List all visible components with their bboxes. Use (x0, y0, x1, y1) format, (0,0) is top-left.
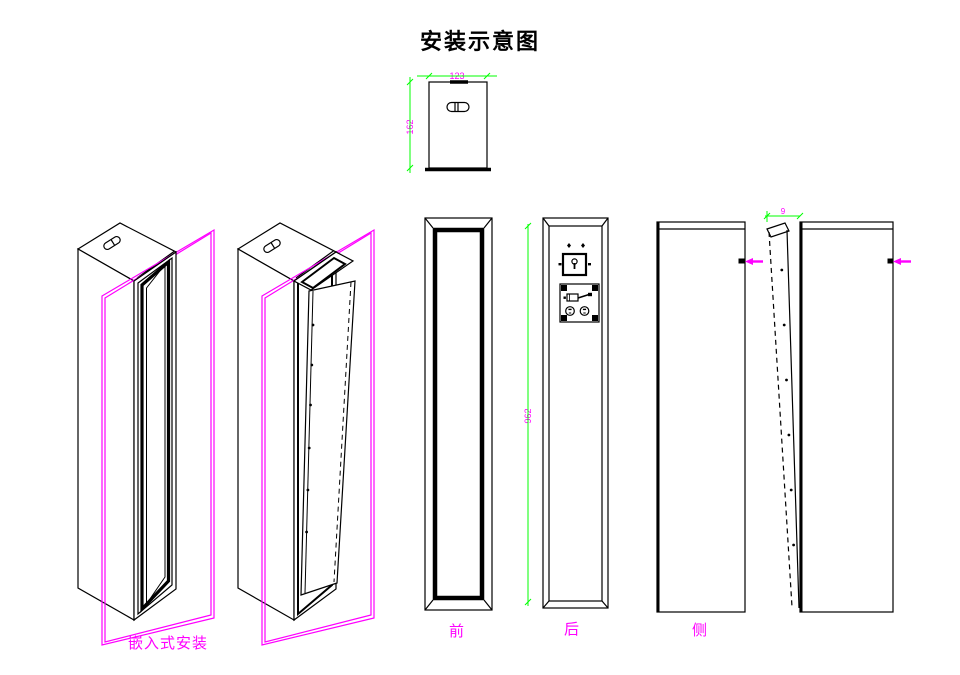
open-door-profile (766, 222, 800, 609)
iso-view-closed (76, 222, 215, 646)
rear-inner-frame (548, 225, 603, 602)
opening-collar (292, 251, 355, 291)
lock-arrow (745, 258, 763, 265)
keyhole-slot-icon (446, 101, 470, 113)
door-open-dimension: 9 (763, 207, 804, 222)
door-frame (137, 256, 173, 616)
side-view-label: 侧 (692, 622, 708, 639)
top-view-outline (428, 81, 488, 169)
top-view: 123 162 (405, 71, 497, 173)
front-view-label: 前 (449, 623, 465, 640)
rear-miters (542, 217, 609, 609)
front-view (424, 217, 493, 611)
side-outline (656, 221, 746, 613)
iso-view-open (236, 222, 375, 646)
top-view-width-dimension: 123 (417, 71, 497, 81)
open-door-slab (300, 280, 356, 596)
rear-view: 962 (523, 217, 609, 609)
box-left-face (237, 247, 295, 622)
terminal-panel (559, 283, 600, 323)
lock-arrow (893, 258, 911, 265)
rear-outline (542, 217, 609, 609)
door-open-dim-value: 9 (781, 207, 786, 216)
door-screw-dots (780, 268, 795, 547)
box-left-face (77, 247, 135, 622)
hanging-slot-icon (103, 235, 121, 251)
door-hinge-dots (305, 323, 315, 534)
front-door-frame (432, 227, 485, 601)
socket-icons (565, 306, 590, 316)
side-view-closed (656, 221, 763, 613)
power-switch[interactable] (558, 252, 592, 277)
side-open-outline (799, 221, 894, 613)
iso-caption: 嵌入式安装 (128, 635, 208, 652)
lock-pin (738, 258, 745, 264)
connector-plug-icon (563, 292, 592, 302)
rear-view-label: 后 (564, 621, 580, 638)
page-title: 安装示意图 (419, 29, 540, 54)
lock-pin (887, 258, 894, 264)
rear-height-dimension: 962 (523, 222, 533, 606)
top-view-depth-dimension: 162 (405, 77, 415, 173)
frame-miters (424, 217, 493, 611)
mounting-dots (567, 243, 585, 248)
hanging-slot-icon (263, 238, 281, 254)
side-view-open: 9 (763, 207, 911, 613)
